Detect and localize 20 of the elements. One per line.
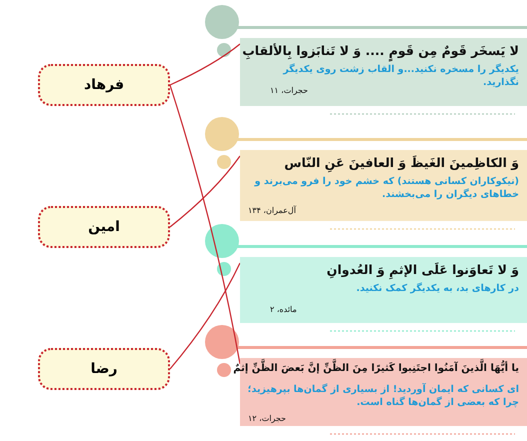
name-box: امین [38, 206, 170, 248]
verse-reference: حجرات، ۱۲ [248, 414, 286, 423]
name-box: فرهاد [38, 64, 170, 106]
verse-text: وَ لا تَعاوَنوا عَلَی الإثمِ وَ العُدوانِ [326, 262, 519, 277]
verse-reference: مائده، ۲ [270, 305, 297, 314]
verse-reference: حجرات، ۱۱ [270, 86, 308, 95]
translation-text: یکدیگر را مسخره نکنید...و القاب زشت روی یکدیگر نگذارید. [282, 63, 519, 88]
verse-card [240, 38, 527, 106]
translation-text: در کارهای بد، به یکدیگر کمک نکنید. [355, 282, 519, 295]
verse-text: وَ الکاظِمینَ الغَیظَ وَ العافینَ عَنِ النّاس [284, 155, 519, 170]
translation-text: (نیکوکاران کسانی هستند) که خشم خود را فرو می‌برند و خطاهای دیگران را می‌بخشند. [253, 175, 519, 201]
translation-text: ای کسانی که ایمان آوردید! از بسیاری از گمان‌ها بپرهیزید؛ چرا که بعضی از گمان‌ها گناه است. [247, 383, 519, 409]
verse-card [240, 150, 527, 221]
name-box: رضا [38, 348, 170, 390]
connector-line [170, 156, 240, 228]
verse-reference: آل‌عمران، ۱۳۴ [248, 206, 296, 215]
connector-line [169, 84, 241, 364]
connector-line [170, 44, 240, 86]
verse-card [240, 257, 527, 323]
connector-line [170, 262, 241, 370]
